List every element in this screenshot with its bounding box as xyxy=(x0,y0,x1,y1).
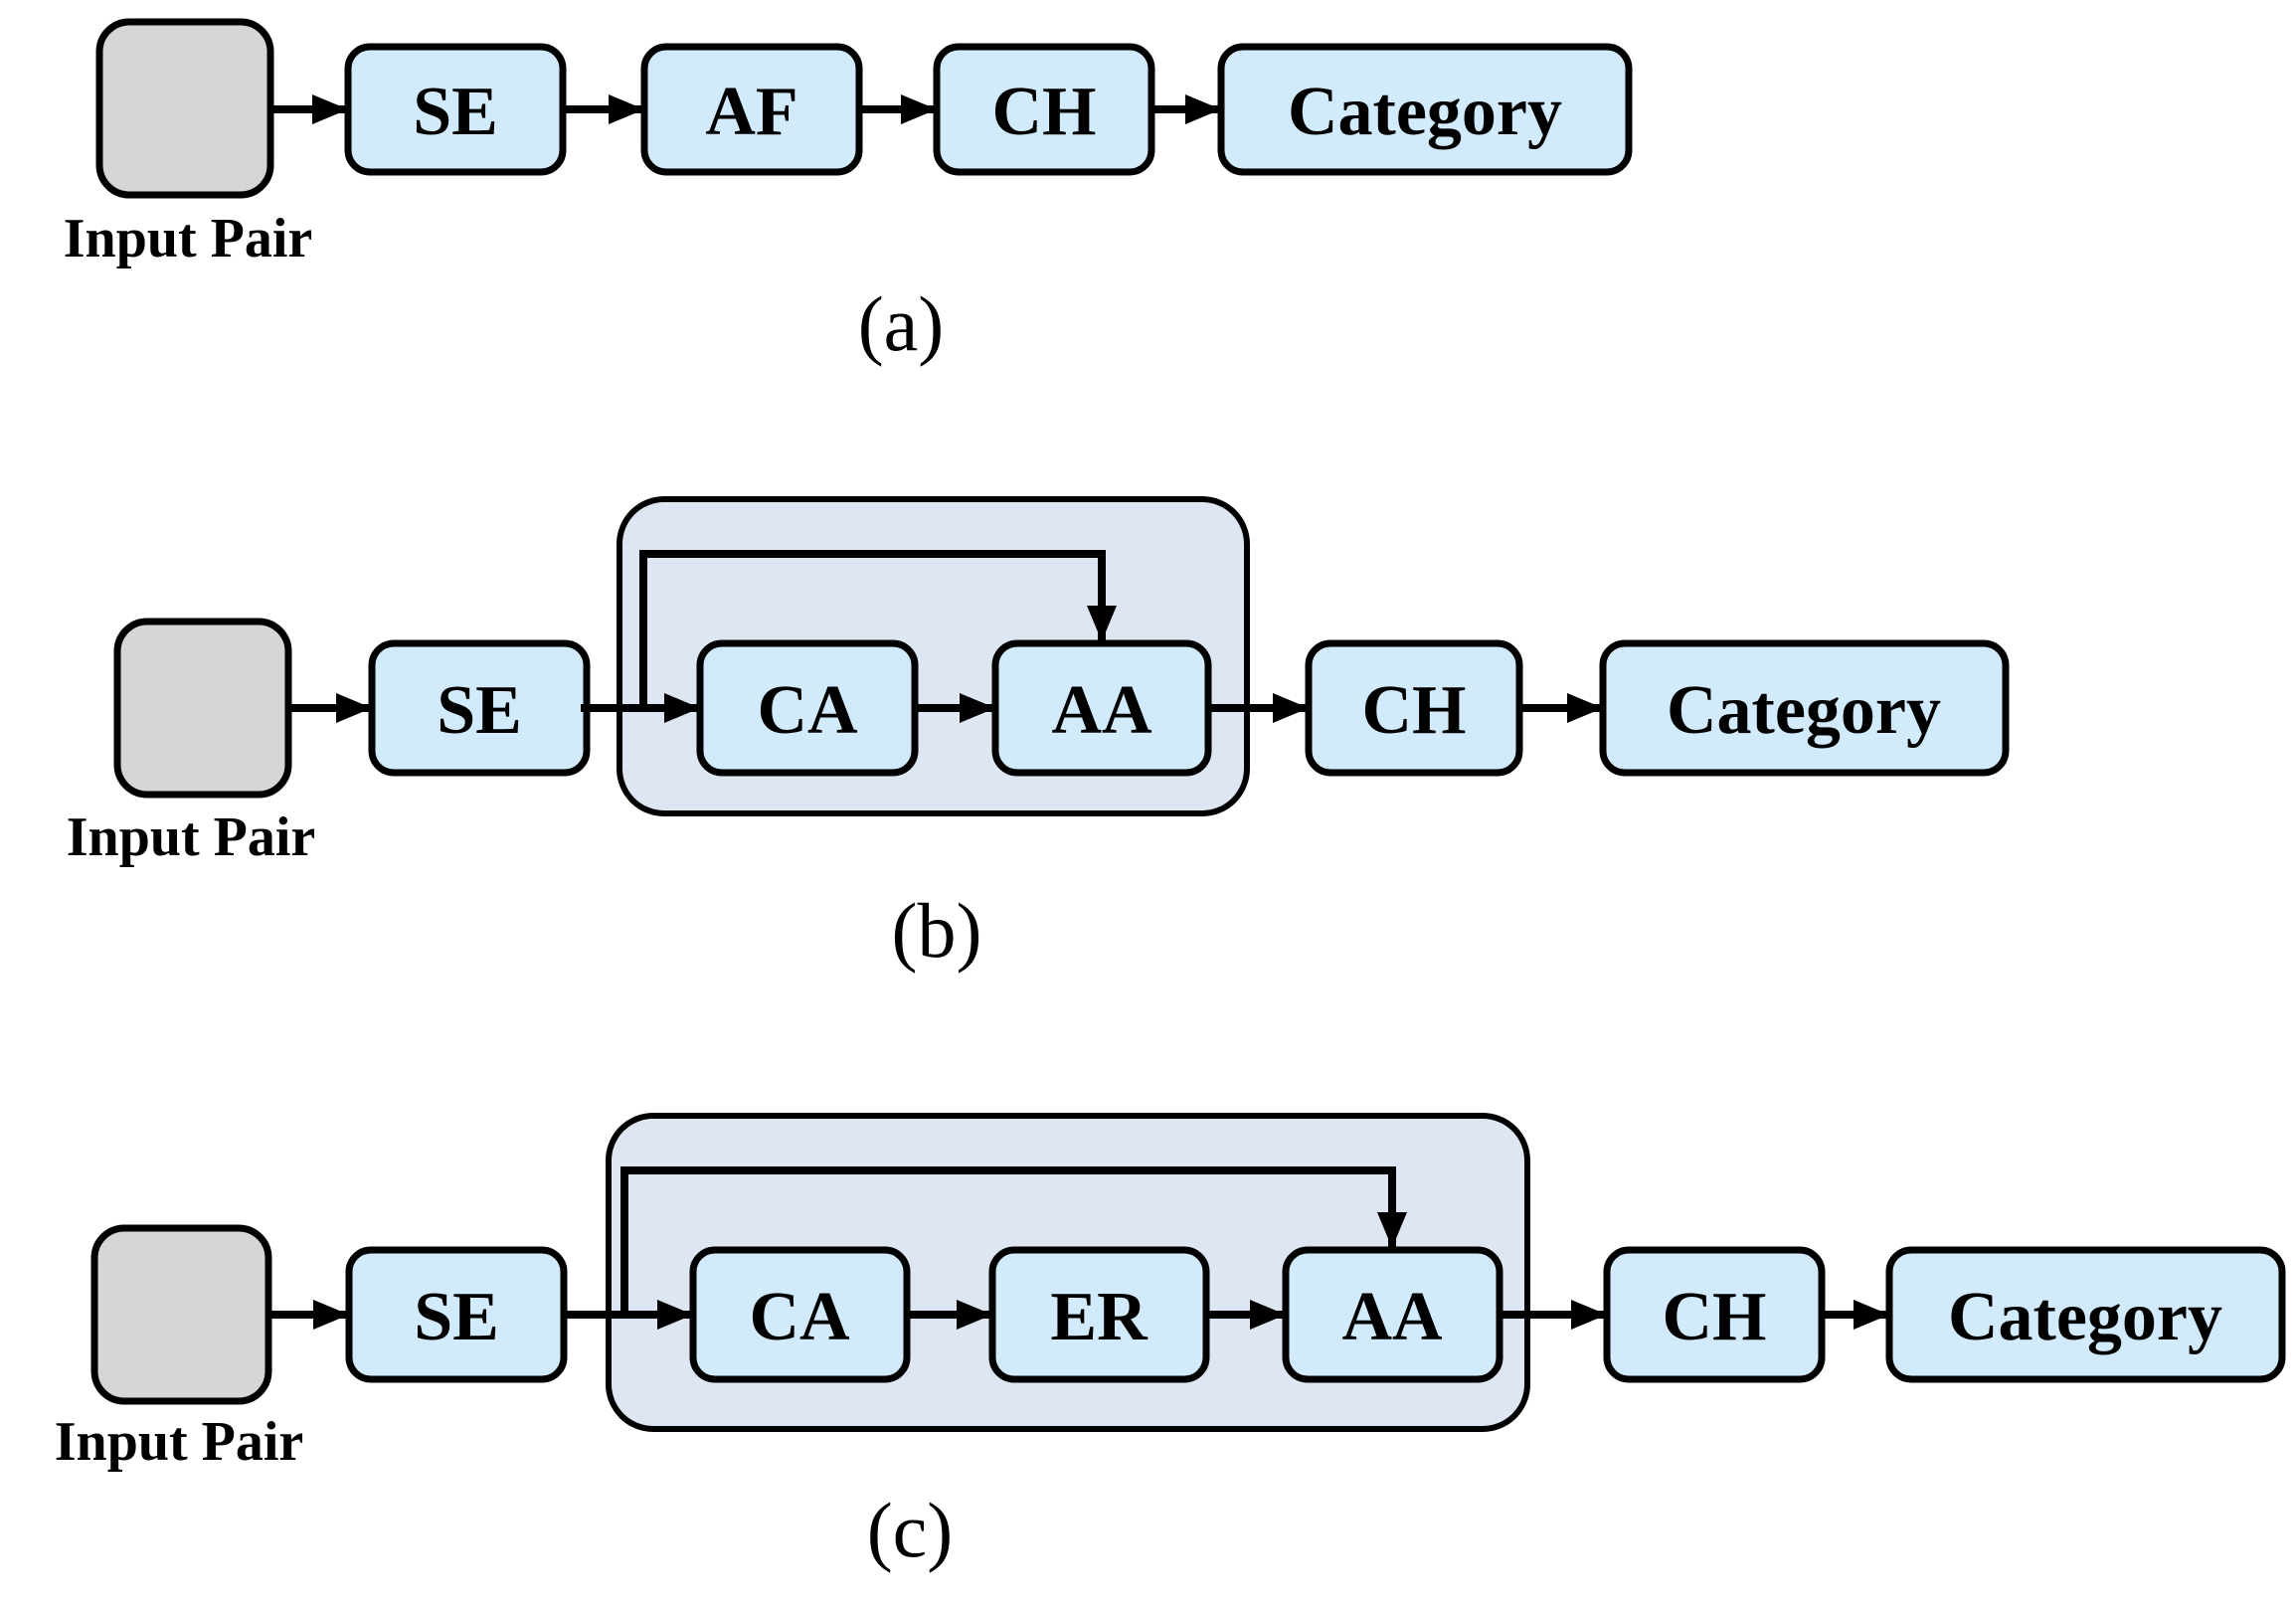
node-category-label: Category xyxy=(1667,672,1941,749)
node-category xyxy=(1217,43,1633,176)
input-pair-label: Input Pair xyxy=(64,208,313,269)
node-se-label: SE xyxy=(413,74,498,150)
node-aa-label: AA xyxy=(1341,1279,1443,1355)
input-pair-box xyxy=(113,618,292,799)
node-category-label: Category xyxy=(1288,74,1562,150)
node-se-label: SE xyxy=(437,672,522,749)
node-er-label: ER xyxy=(1050,1279,1148,1355)
input-pair-label: Input Pair xyxy=(55,1411,304,1473)
node-ca-label: CA xyxy=(757,672,858,749)
skip-connection-arrow xyxy=(620,1166,1407,1315)
caption-c: (c) xyxy=(867,1487,954,1573)
node-af-label: AF xyxy=(705,74,797,150)
node-ch-label: CH xyxy=(1663,1279,1767,1355)
input-pair-box xyxy=(90,1224,272,1405)
caption-a: (a) xyxy=(858,280,945,367)
node-category xyxy=(1599,639,2010,777)
input-pair-label: Input Pair xyxy=(67,806,316,868)
panel-a: Input Pair SE AF CH Category (a) xyxy=(64,18,1633,367)
node-category-label: Category xyxy=(1948,1279,2222,1355)
panel-c: Input Pair SE CA ER AA CH Category (c) xyxy=(55,1113,2286,1573)
input-pair-box xyxy=(95,18,274,199)
node-category xyxy=(1885,1246,2286,1383)
node-ch-label: CH xyxy=(1362,672,1467,749)
node-se-label: SE xyxy=(414,1279,499,1355)
skip-connection-arrow xyxy=(639,550,1117,708)
caption-b: (b) xyxy=(892,887,982,974)
node-ca-label: CA xyxy=(749,1279,850,1355)
node-aa-label: AA xyxy=(1051,672,1152,749)
panel-b: Input Pair SE CA AA CH Category (b) xyxy=(67,496,2010,974)
node-ch-label: CH xyxy=(992,74,1097,150)
